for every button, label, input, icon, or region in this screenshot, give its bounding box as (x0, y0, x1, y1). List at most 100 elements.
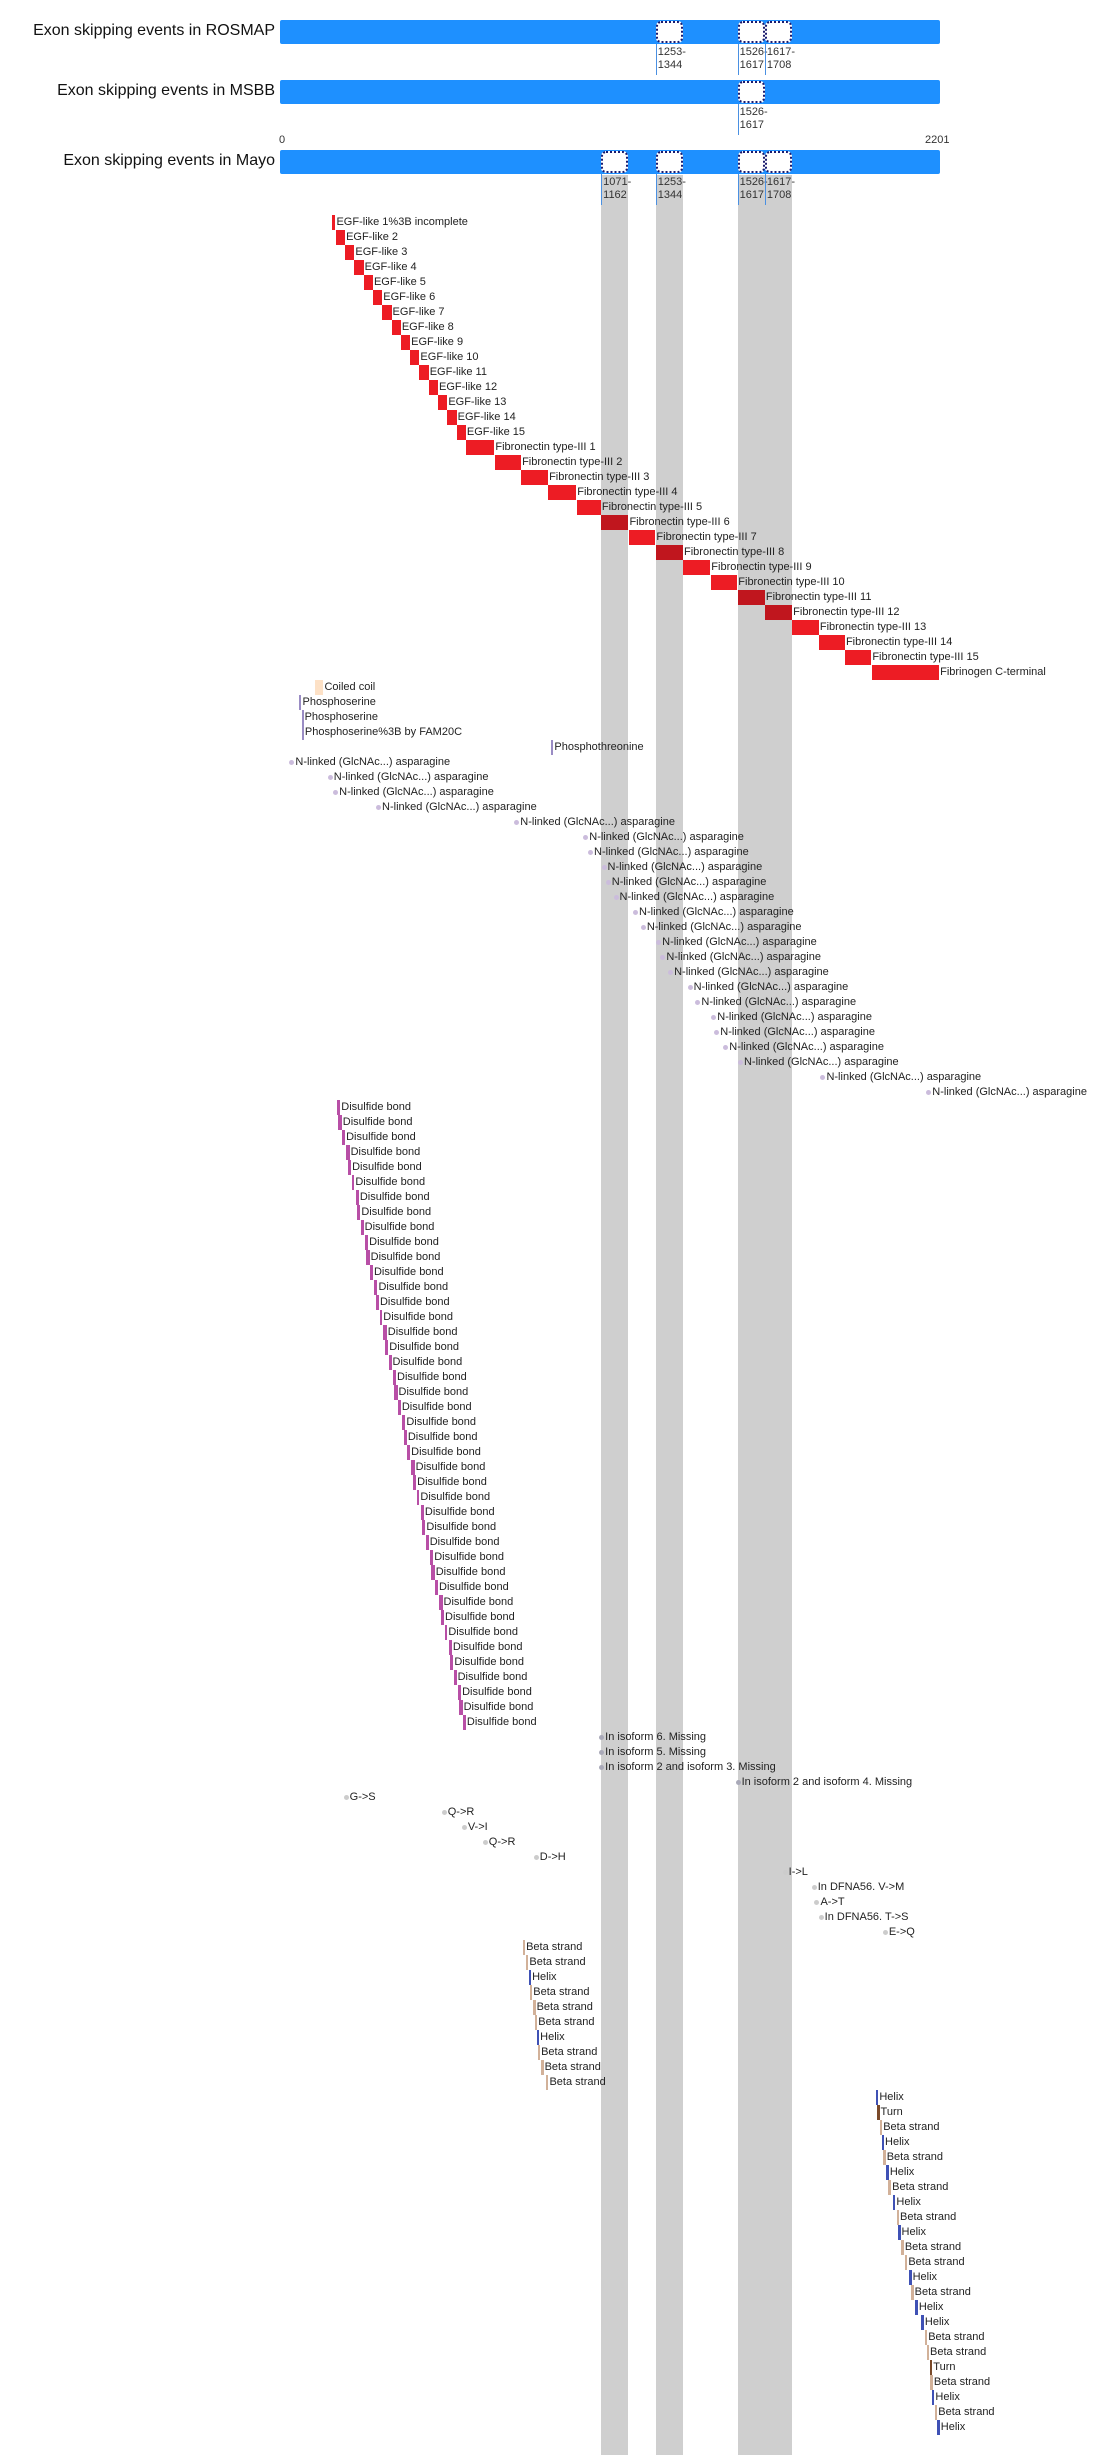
helix-bar[interactable] (886, 2165, 889, 2180)
helix-bar[interactable] (536, 2030, 540, 2045)
helix-bar[interactable] (875, 2090, 879, 2105)
disulfide-bar[interactable] (384, 1340, 389, 1355)
strand-bar[interactable] (901, 2240, 904, 2255)
disulfide-bar[interactable] (394, 1385, 398, 1400)
domain-bar[interactable] (335, 230, 346, 245)
disulfide-bar[interactable] (355, 1190, 359, 1205)
turn-bar[interactable] (929, 2360, 933, 2375)
disulfide-bar[interactable] (448, 1640, 452, 1655)
disulfide-bar[interactable] (463, 1715, 466, 1730)
helix-bar[interactable] (881, 2135, 885, 2150)
domain-bar[interactable] (792, 620, 819, 635)
disulfide-bar[interactable] (402, 1415, 406, 1430)
disulfide-bar[interactable] (435, 1580, 439, 1595)
domain-bar[interactable] (871, 665, 940, 680)
disulfide-bar[interactable] (357, 1205, 361, 1220)
domain-bar[interactable] (447, 410, 457, 425)
disulfide-bar[interactable] (364, 1235, 369, 1250)
disulfide-bar[interactable] (346, 1145, 350, 1160)
domain-bar[interactable] (683, 560, 711, 575)
coil-bar[interactable] (315, 680, 324, 695)
disulfide-bar[interactable] (388, 1355, 392, 1370)
disulfide-bar[interactable] (347, 1160, 352, 1175)
disulfide-bar[interactable] (431, 1565, 435, 1580)
disulfide-bar[interactable] (416, 1490, 420, 1505)
disulfide-bar[interactable] (366, 1250, 370, 1265)
exon-skip-event[interactable] (737, 21, 765, 43)
domain-bar[interactable] (400, 335, 411, 350)
strand-bar[interactable] (910, 2285, 914, 2300)
helix-bar[interactable] (909, 2270, 912, 2285)
strand-bar[interactable] (904, 2255, 908, 2270)
domain-bar[interactable] (331, 215, 336, 230)
strand-bar[interactable] (926, 2345, 929, 2360)
domain-bar[interactable] (345, 245, 355, 260)
exon-skip-event[interactable] (601, 151, 629, 173)
strand-bar[interactable] (533, 2000, 536, 2015)
domain-bar[interactable] (548, 485, 577, 500)
disulfide-bar[interactable] (374, 1280, 378, 1295)
domain-bar[interactable] (438, 395, 448, 410)
disulfide-bar[interactable] (375, 1295, 379, 1310)
domain-bar[interactable] (494, 455, 522, 470)
domain-bar[interactable] (372, 290, 383, 305)
domain-bar[interactable] (576, 500, 601, 515)
strand-bar[interactable] (888, 2180, 892, 2195)
disulfide-bar[interactable] (459, 1700, 463, 1715)
disulfide-bar[interactable] (336, 1100, 341, 1115)
domain-bar[interactable] (819, 635, 845, 650)
strand-bar[interactable] (930, 2375, 933, 2390)
strand-bar[interactable] (522, 1940, 526, 1955)
domain-bar[interactable] (428, 380, 438, 395)
domain-dark-bar[interactable] (655, 545, 683, 560)
disulfide-bar[interactable] (383, 1325, 387, 1340)
helix-bar[interactable] (937, 2420, 940, 2435)
exon-skip-event[interactable] (764, 151, 793, 173)
disulfide-bar[interactable] (407, 1445, 411, 1460)
domain-bar[interactable] (363, 275, 373, 290)
strand-bar[interactable] (896, 2210, 900, 2225)
strand-bar[interactable] (534, 2015, 538, 2030)
domain-bar[interactable] (419, 365, 429, 380)
disulfide-bar[interactable] (450, 1655, 454, 1670)
domain-bar[interactable] (456, 425, 466, 440)
disulfide-bar[interactable] (403, 1430, 407, 1445)
exon-skip-event[interactable] (655, 151, 683, 173)
disulfide-bar[interactable] (360, 1220, 364, 1235)
domain-bar[interactable] (382, 305, 392, 320)
domain-bar[interactable] (521, 470, 549, 485)
domain-bar[interactable] (354, 260, 364, 275)
strand-bar[interactable] (883, 2150, 886, 2165)
domain-dark-bar[interactable] (737, 590, 765, 605)
disulfide-bar[interactable] (411, 1460, 415, 1475)
disulfide-bar[interactable] (429, 1550, 434, 1565)
disulfide-bar[interactable] (440, 1610, 445, 1625)
domain-bar[interactable] (628, 530, 656, 545)
exon-skip-event[interactable] (737, 151, 765, 173)
strand-bar[interactable] (924, 2330, 928, 2345)
helix-bar[interactable] (931, 2390, 935, 2405)
helix-bar[interactable] (528, 1970, 532, 1985)
strand-bar[interactable] (545, 2075, 549, 2090)
disulfide-bar[interactable] (412, 1475, 417, 1490)
disulfide-bar[interactable] (426, 1535, 429, 1550)
domain-bar[interactable] (845, 650, 872, 665)
disulfide-bar[interactable] (457, 1685, 462, 1700)
exon-skip-event[interactable] (737, 81, 765, 103)
helix-bar[interactable] (921, 2315, 924, 2330)
disulfide-bar[interactable] (370, 1265, 373, 1280)
exon-skip-event[interactable] (764, 21, 793, 43)
domain-bar[interactable] (391, 320, 401, 335)
strand-bar[interactable] (537, 2045, 541, 2060)
helix-bar[interactable] (892, 2195, 896, 2210)
domain-bar[interactable] (410, 350, 420, 365)
turn-bar[interactable] (877, 2105, 880, 2120)
domain-dark-bar[interactable] (601, 515, 629, 530)
exon-skip-event[interactable] (655, 21, 683, 43)
disulfide-bar[interactable] (392, 1370, 397, 1385)
disulfide-bar[interactable] (453, 1670, 457, 1685)
disulfide-bar[interactable] (444, 1625, 448, 1640)
helix-bar[interactable] (898, 2225, 901, 2240)
strand-bar[interactable] (879, 2120, 883, 2135)
disulfide-bar[interactable] (342, 1130, 346, 1145)
